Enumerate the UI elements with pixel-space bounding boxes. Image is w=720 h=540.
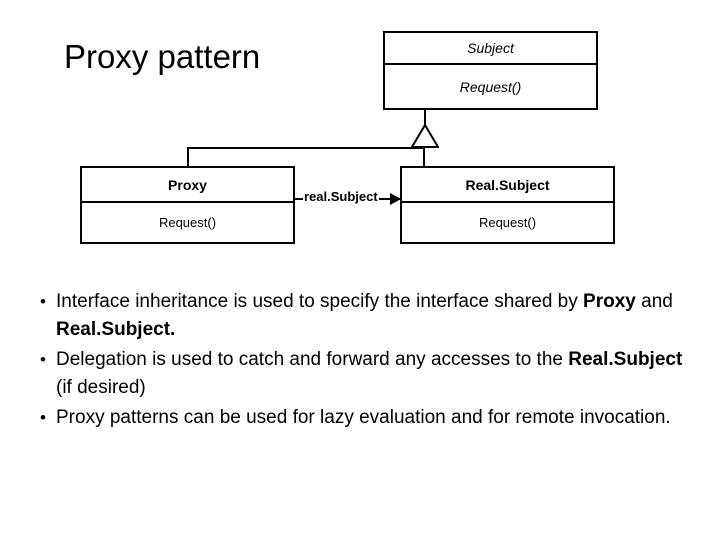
list-item: • Delegation is used to catch and forward… [30, 346, 690, 402]
arrowhead-icon [390, 193, 401, 205]
class-operations-proxy: Request() [158, 215, 217, 230]
list-item-text: Delegation is used to catch and forward … [56, 346, 690, 402]
page-title: Proxy pattern [64, 38, 261, 75]
class-box-subject: Subject Request() [383, 31, 598, 110]
emphasis-text: Real.Subject. [56, 319, 176, 340]
class-name-subject: Subject [385, 33, 596, 65]
plain-text: (if desired) [56, 377, 146, 398]
generalization-stem [424, 110, 426, 128]
generalization-bar [187, 147, 425, 149]
generalization-branch-proxy [187, 147, 189, 167]
association-label: real.Subject [303, 189, 379, 204]
plain-text: Delegation is used to catch and forward … [56, 349, 569, 370]
hollow-triangle-icon [411, 124, 439, 148]
emphasis-text: Real.Subject [568, 349, 683, 370]
list-item: • Proxy patterns can be used for lazy eva… [30, 404, 690, 432]
class-box-proxy: Proxy Request() [80, 166, 295, 244]
class-name-realsubject: Real.Subject [402, 168, 613, 203]
list-item-text: Proxy patterns can be used for lazy eval… [56, 404, 690, 432]
class-name-proxy: Proxy [82, 168, 293, 203]
plain-text: and [635, 291, 673, 312]
plain-text: Proxy patterns can be used for lazy eval… [56, 407, 671, 428]
class-box-realsubject: Real.Subject Request() [400, 166, 615, 244]
emphasis-text: Proxy [583, 291, 636, 312]
list-item: • Interface inheritance is used to specif… [30, 288, 690, 344]
plain-text: Interface inheritance is used to specify… [56, 291, 584, 312]
class-operations-realsubject: Request() [478, 215, 537, 230]
class-operations-subject: Request() [459, 78, 522, 95]
list-item-text: Interface inheritance is used to specify… [56, 288, 690, 344]
bullet-list: • Interface inheritance is used to specif… [30, 288, 690, 434]
bullet-dot-icon: • [40, 350, 46, 369]
bullet-dot-icon: • [40, 408, 46, 427]
generalization-branch-realsubject [423, 147, 425, 167]
bullet-dot-icon: • [40, 292, 46, 311]
